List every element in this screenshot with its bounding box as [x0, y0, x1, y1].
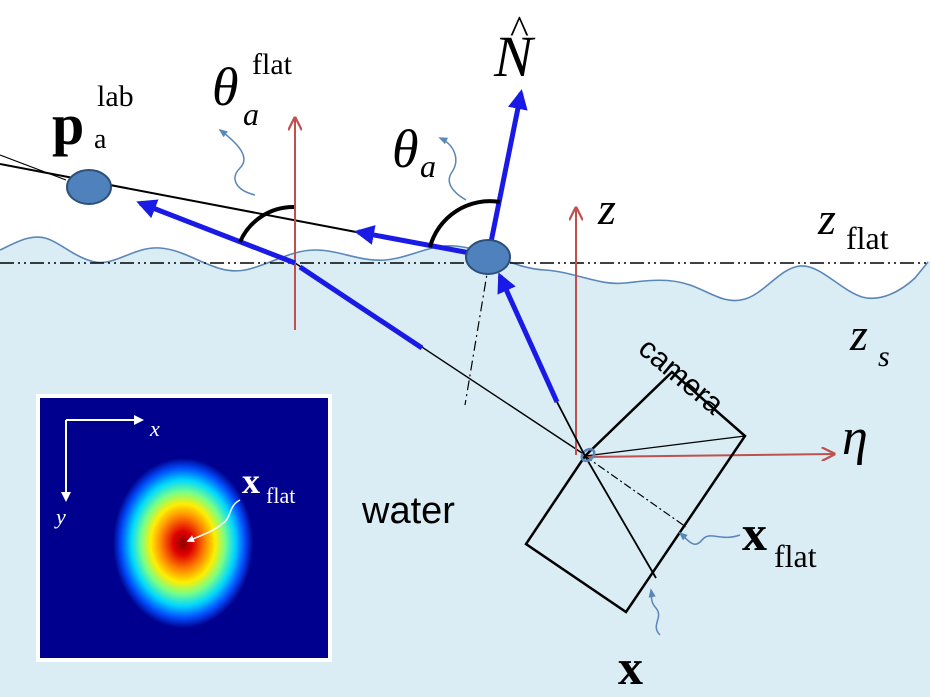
camera-body	[524, 370, 747, 614]
refracted-ray-lower	[556, 401, 586, 457]
pointer-theta-a	[438, 137, 467, 201]
eta-axis-label: η	[842, 409, 868, 466]
camera-lens-line-2	[584, 455, 687, 528]
inset-pointer-x-flat	[186, 499, 241, 543]
pointer-x-flat	[678, 531, 741, 545]
z-s-label: z	[850, 309, 868, 360]
theta-a-label: θ	[392, 119, 419, 179]
inset-x-flat-label-sub: flat	[266, 483, 296, 508]
particle-label-sup: lab	[97, 80, 134, 113]
theta-flat-angle-arc	[238, 204, 295, 243]
flat-exit-ray-blue	[136, 199, 296, 266]
normal-extension-dashdot	[464, 261, 490, 406]
camera-lens-line-1	[584, 455, 657, 579]
theta-a-label-sub: a	[420, 148, 436, 184]
z-axis-label: z	[598, 183, 616, 234]
particle-label: p	[52, 92, 85, 157]
exit-ray-blue	[354, 225, 471, 256]
inset-intensity-blob	[113, 458, 253, 628]
refracted-ray-blue	[497, 272, 560, 404]
theta-flat-label: θ	[212, 57, 239, 117]
camera-lens	[580, 447, 596, 463]
water-label: water	[362, 490, 455, 532]
pointer-theta-flat	[218, 128, 256, 196]
eta-axis	[584, 454, 834, 457]
z-flat-label: z	[818, 193, 836, 244]
particle-position-marker	[66, 169, 112, 205]
normal-hat: ^	[510, 7, 529, 52]
wavy-surface-point-marker	[465, 239, 511, 275]
theta-flat-label-sub: a	[243, 96, 259, 132]
thin-ray-line-upper	[0, 154, 67, 181]
z-s-label-sub: s	[878, 340, 890, 373]
inset-x-flat-label: x	[242, 461, 260, 501]
surface-normal-arrow	[485, 89, 528, 258]
theta-a-angle-arc	[428, 199, 501, 248]
z-flat-label-sub: flat	[846, 220, 889, 256]
camera-lens-line-3	[584, 435, 746, 457]
x-flat-label: x	[742, 505, 767, 561]
wavy-surface-line	[0, 236, 929, 302]
flat-refracted-ray-blue	[298, 264, 424, 351]
x-flat-label-sub: flat	[774, 538, 817, 574]
theta-flat-label-sup: flat	[252, 48, 292, 81]
particle-label-sub: a	[94, 124, 107, 155]
inset-y-label: y	[56, 504, 66, 529]
pointer-x	[648, 588, 661, 636]
x-label: x	[618, 639, 643, 695]
normal-label: N	[494, 24, 533, 89]
inset-x-label: x	[150, 416, 160, 441]
